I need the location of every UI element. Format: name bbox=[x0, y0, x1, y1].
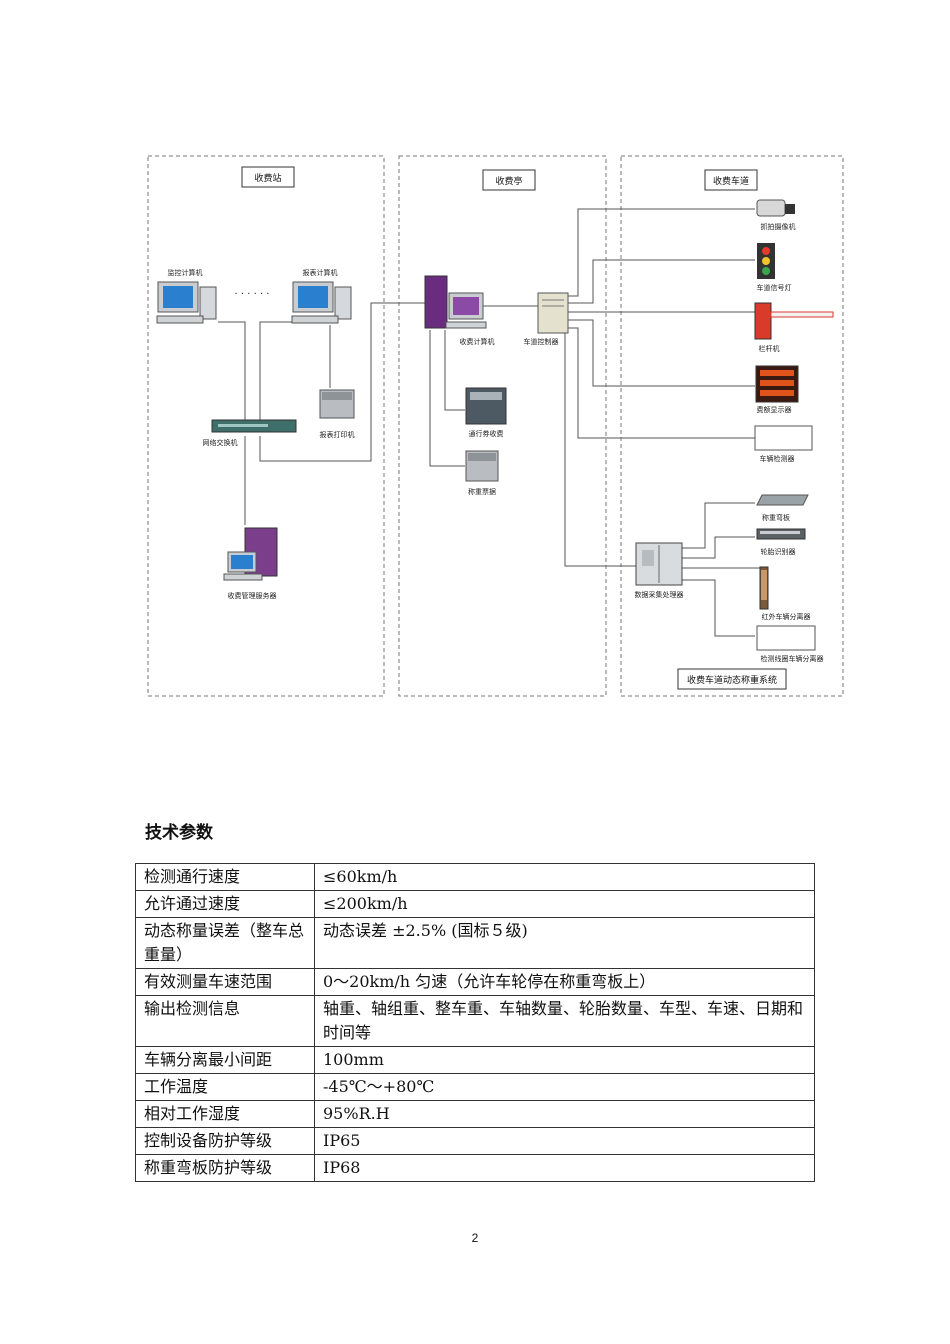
signal-light-label: 车道信号灯 bbox=[757, 283, 792, 292]
vehicle-detector-label: 车辆检测器 bbox=[760, 454, 795, 463]
data-processor-label: 数据采集处理器 bbox=[635, 590, 684, 599]
param-name: 相对工作湿度 bbox=[135, 1100, 315, 1128]
param-name: 称重弯板防护等级 bbox=[135, 1154, 315, 1182]
report-computer-label: 报表计算机 bbox=[303, 268, 338, 277]
camera-icon bbox=[756, 199, 795, 217]
zone-station-label: 收费站 bbox=[254, 172, 281, 184]
param-value: ≤200km/h bbox=[314, 890, 815, 918]
monitor-computer-label: 监控计算机 bbox=[168, 268, 203, 277]
vehicle-detector-icon bbox=[754, 425, 813, 451]
camera-label: 抓拍摄像机 bbox=[761, 222, 796, 231]
wim-system-label: 收费车道动态称重系统 bbox=[687, 674, 777, 686]
ellipsis-dots: · · · · · · bbox=[235, 289, 270, 300]
barrier-icon bbox=[754, 302, 834, 340]
pass-card-device-label: 通行券收费 bbox=[469, 429, 504, 438]
weigh-plate-icon bbox=[756, 494, 809, 506]
lane-controller-label: 车道控制器 bbox=[524, 337, 559, 346]
param-name: 控制设备防护等级 bbox=[135, 1127, 315, 1155]
signal-light-icon bbox=[757, 243, 775, 279]
param-value: IP68 bbox=[314, 1154, 815, 1182]
ir-separator-label: 红外车辆分离器 bbox=[762, 612, 811, 621]
param-name: 检测通行速度 bbox=[135, 863, 315, 891]
zone-lane-label: 收费车道 bbox=[713, 175, 749, 187]
toll-system-diagram: 收费站 收费亭 收费车道 监控计算机 · · · · · · bbox=[147, 155, 844, 697]
toll-computer-label: 收费计算机 bbox=[460, 337, 495, 346]
table-row: 输出检测信息轴重、轴组重、整车重、车轴数量、轮胎数量、车型、车速、日期和时间等 bbox=[135, 995, 815, 1047]
zone-booth bbox=[398, 155, 607, 697]
param-name: 工作温度 bbox=[135, 1073, 315, 1101]
param-value: -45℃～+80℃ bbox=[314, 1073, 815, 1101]
table-row: 动态称量误差（整车总重量）动态误差 ±2.5% (国标５级) bbox=[135, 917, 815, 969]
network-switch-icon bbox=[211, 419, 297, 433]
param-value: ≤60km/h bbox=[314, 863, 815, 891]
weigh-ticket-printer-icon bbox=[465, 450, 499, 482]
param-name: 输出检测信息 bbox=[135, 995, 315, 1047]
barrier-label: 栏杆机 bbox=[759, 344, 780, 353]
param-value: 0～20km/h 匀速（允许车轮停在称重弯板上） bbox=[314, 968, 815, 996]
zone-booth-label: 收费亭 bbox=[495, 175, 522, 187]
param-value: IP65 bbox=[314, 1127, 815, 1155]
section-title: 技术参数 bbox=[145, 823, 213, 843]
weigh-plate-label: 称重弯板 bbox=[762, 513, 790, 522]
connection-lines bbox=[218, 208, 761, 637]
param-value: 轴重、轴组重、整车重、车轴数量、轮胎数量、车型、车速、日期和时间等 bbox=[314, 995, 815, 1047]
pass-card-device-icon bbox=[465, 387, 507, 425]
param-value: 95%R.H bbox=[314, 1100, 815, 1128]
monitor-computer-icon bbox=[156, 281, 217, 324]
table-row: 工作温度-45℃～+80℃ bbox=[135, 1073, 815, 1101]
zone-station bbox=[147, 155, 385, 697]
param-name: 允许通过速度 bbox=[135, 890, 315, 918]
fee-display-label: 费额显示器 bbox=[757, 405, 792, 414]
lane-controller-icon bbox=[537, 292, 569, 334]
table-row: 允许通过速度≤200km/h bbox=[135, 890, 815, 918]
tire-identifier-label: 轮胎识别器 bbox=[761, 547, 796, 556]
network-switch-label: 网络交换机 bbox=[203, 438, 238, 447]
table-row: 检测通行速度≤60km/h bbox=[135, 863, 815, 891]
fee-display-icon bbox=[755, 365, 799, 403]
weigh-ticket-label: 称重票据 bbox=[468, 487, 496, 496]
param-name: 有效测量车速范围 bbox=[135, 968, 315, 996]
toll-computer-icon bbox=[424, 275, 487, 329]
tire-identifier-icon bbox=[756, 528, 806, 540]
report-printer-label: 报表打印机 bbox=[320, 430, 355, 439]
server-label: 收费管理服务器 bbox=[228, 591, 277, 600]
param-value: 动态误差 ±2.5% (国标５级) bbox=[314, 917, 815, 969]
report-computer-icon bbox=[291, 281, 352, 324]
ir-separator-icon bbox=[759, 566, 769, 610]
printer-icon bbox=[319, 389, 355, 419]
param-value: 100mm bbox=[314, 1046, 815, 1074]
param-name: 动态称量误差（整车总重量） bbox=[135, 917, 315, 969]
data-processor-icon bbox=[635, 542, 683, 586]
loop-separator-icon bbox=[756, 625, 816, 651]
param-name: 车辆分离最小间距 bbox=[135, 1046, 315, 1074]
zone-lane bbox=[620, 155, 844, 697]
server-icon bbox=[223, 527, 278, 581]
loop-separator-label: 检测线圈车辆分离器 bbox=[761, 654, 824, 663]
page-number: 2 bbox=[471, 1231, 479, 1245]
